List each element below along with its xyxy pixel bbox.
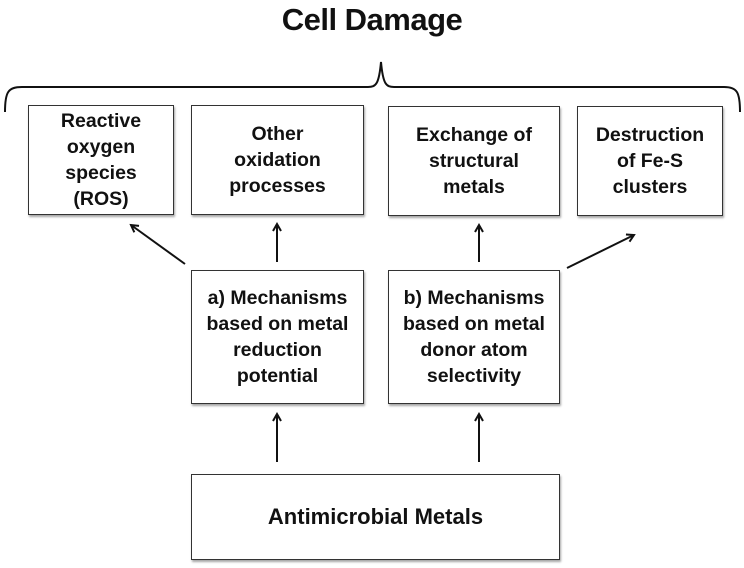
source-box-antimicrobial-metals: Antimicrobial Metals	[191, 474, 560, 560]
effect-box-fe-s-destruction: Destruction of Fe-S clusters	[577, 106, 723, 216]
effect-box-exchange-structural-metals: Exchange of structural metals	[388, 106, 560, 216]
mechanism-box-a: a) Mechanisms based on metal reduction p…	[191, 270, 364, 404]
effect-box-ros: Reactive oxygen species (ROS)	[28, 105, 174, 215]
cell-damage-brace	[4, 61, 741, 113]
arrow-a-to-ros	[131, 225, 186, 265]
mechanism-box-b: b) Mechanisms based on metal donor atom …	[388, 270, 560, 404]
effect-box-other-oxidation: Other oxidation processes	[191, 105, 364, 215]
arrow-b-to-fes	[566, 235, 634, 269]
diagram-title: Cell Damage	[281, 2, 463, 37]
